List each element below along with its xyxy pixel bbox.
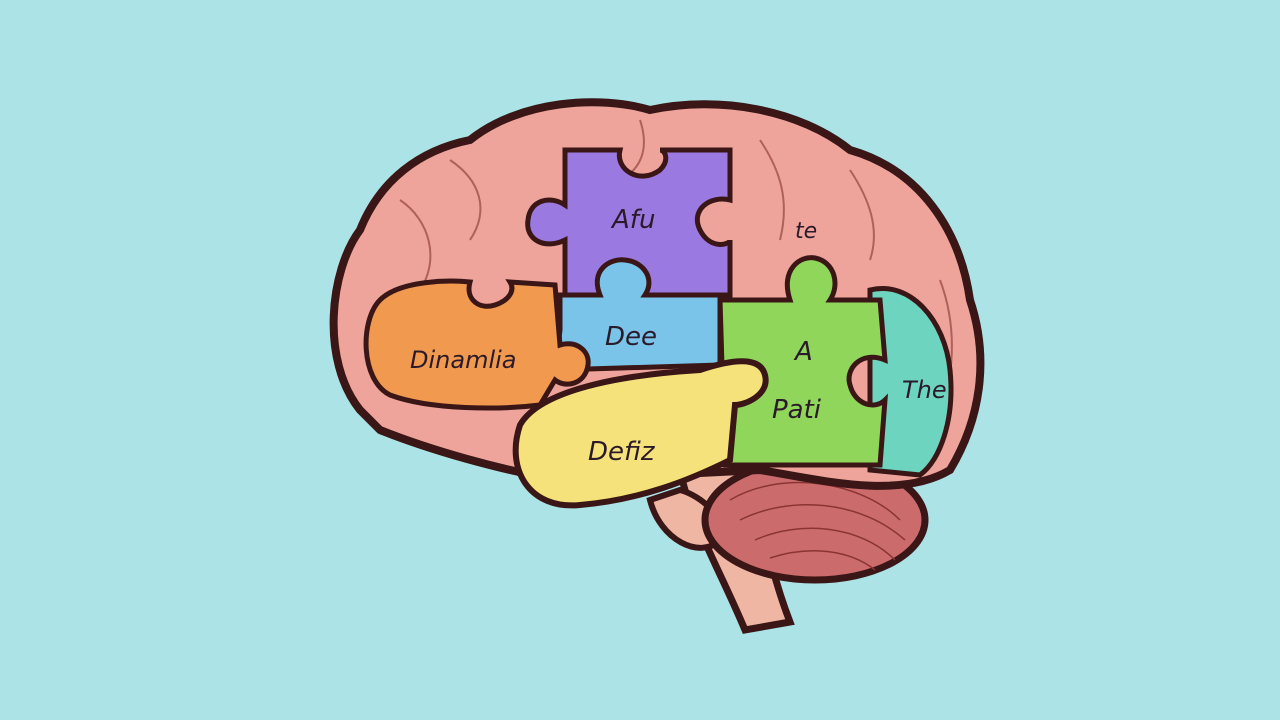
label-a: A [793,337,813,367]
green-puzzle-piece [717,255,889,468]
teal-region [867,286,954,478]
label-dee: Dee [605,322,657,352]
label-te: te [795,219,817,244]
label-dinamlia: Dinamlia [410,346,517,374]
orange-puzzle-piece [363,278,591,411]
label-afu: Afu [610,205,655,235]
label-the: The [902,376,947,404]
label-pati: Pati [772,395,822,425]
blue-puzzle-piece [552,257,723,373]
cortex-folds [399,119,953,401]
label-defiz: Defiz [588,437,656,467]
yellow-puzzle-piece [512,358,769,509]
purple-puzzle-piece [525,147,733,298]
